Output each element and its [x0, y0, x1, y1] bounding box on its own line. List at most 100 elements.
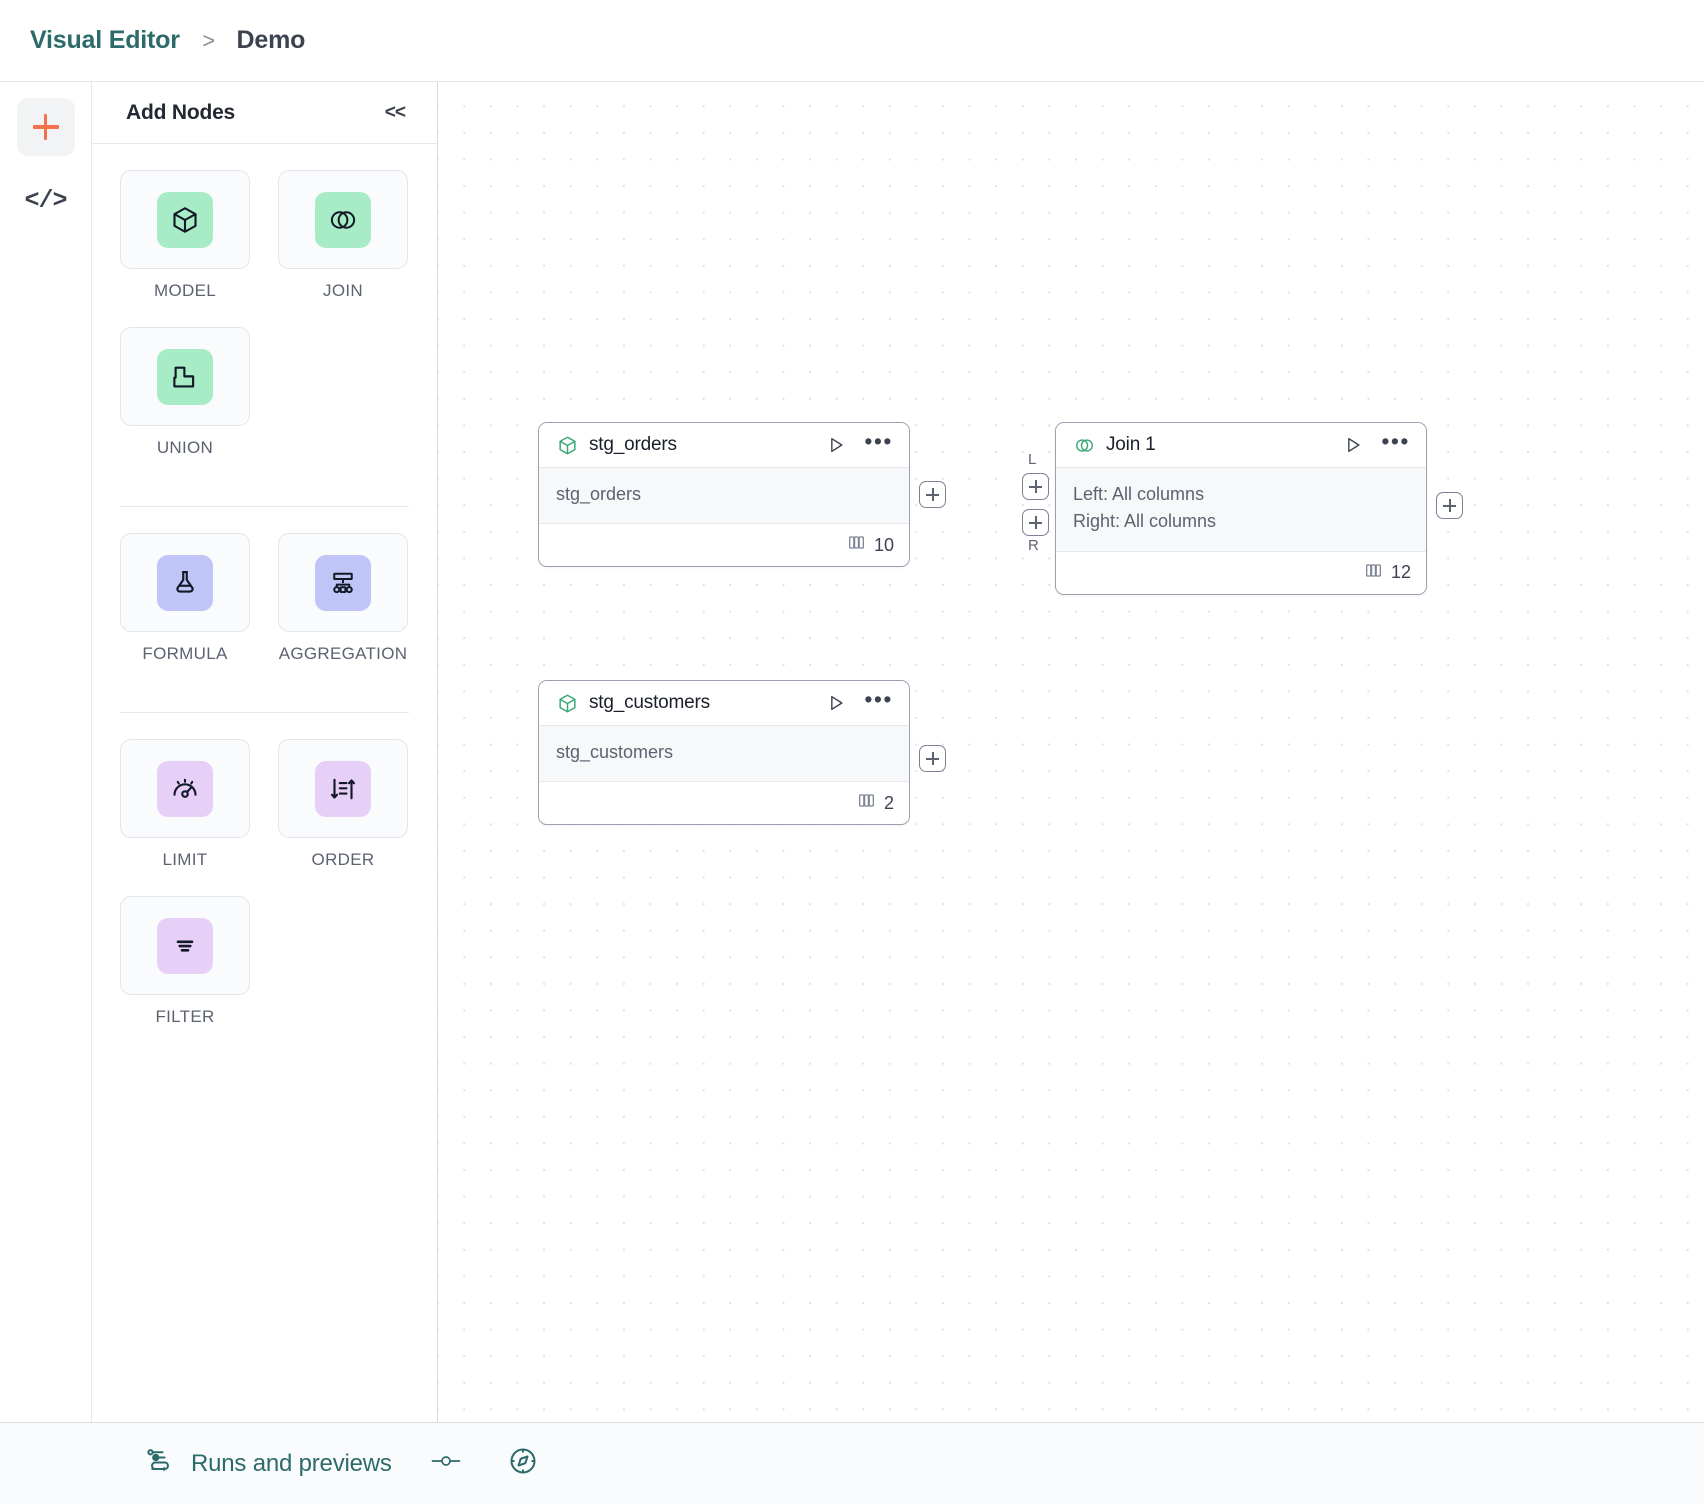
add-nodes-panel: Add Nodes <<: [92, 82, 438, 1422]
node-body-line-left: Left: All columns: [1073, 484, 1205, 504]
palette-item-aggregation[interactable]: AGGREGATION: [278, 533, 408, 664]
bottom-toolbar-inner: Runs and previews: [92, 1446, 538, 1481]
plus-icon: [1029, 516, 1042, 529]
palette-label-join: JOIN: [323, 281, 363, 300]
palette-label-union: UNION: [156, 438, 214, 457]
add-nodes-header: Add Nodes <<: [92, 82, 437, 144]
compass-button[interactable]: [508, 1446, 538, 1481]
ellipsis-icon[interactable]: •••: [864, 427, 893, 454]
node-group-transforms: FORMULA: [120, 533, 409, 690]
node-body: Left: All columns Right: All columns: [1056, 468, 1426, 552]
cube-icon: [556, 434, 578, 456]
node-header: stg_customers •••: [539, 681, 909, 726]
plus-icon: [1029, 480, 1042, 493]
node-column-count: 2: [883, 792, 894, 813]
node-footer: 10: [539, 524, 909, 567]
flow-canvas[interactable]: stg_orders ••• stg_orders: [438, 82, 1704, 1422]
palette-tile-formula: [120, 533, 250, 632]
flask-icon: [157, 554, 213, 611]
ellipsis-icon[interactable]: •••: [864, 685, 893, 712]
node-header: stg_orders •••: [539, 423, 909, 468]
handle-label-right: R: [1028, 537, 1039, 554]
rail-add-nodes-button[interactable]: [16, 98, 75, 156]
node-body-line: stg_customers: [556, 742, 674, 762]
flow-node-stg-orders[interactable]: stg_orders ••• stg_orders: [538, 422, 910, 568]
node-title: Join 1: [1106, 434, 1156, 455]
cube-icon: [157, 191, 213, 248]
node-header: Join 1 •••: [1056, 423, 1426, 468]
header-bar: Visual Editor > Demo: [0, 0, 1704, 82]
runs-and-previews-label: Runs and previews: [191, 1449, 392, 1477]
node-title: stg_customers: [589, 692, 710, 713]
runs-and-previews-button[interactable]: Runs and previews: [144, 1446, 392, 1481]
union-icon: [157, 348, 213, 405]
flow-node-join-1[interactable]: Join 1 ••• Left: All columns Right: All …: [1055, 422, 1427, 595]
palette-label-limit: LIMIT: [162, 850, 208, 869]
palette-item-union[interactable]: UNION: [120, 327, 250, 458]
palette-tile-limit: [120, 739, 250, 838]
palette-tile-order: [278, 739, 408, 838]
plus-icon: [1443, 499, 1456, 512]
handle-stg-orders-output[interactable]: [919, 481, 946, 508]
handle-join-output[interactable]: [1436, 492, 1463, 519]
code-icon: </>: [24, 185, 67, 215]
columns-icon: [1364, 561, 1383, 585]
ellipsis-icon[interactable]: •••: [1381, 427, 1410, 454]
play-icon[interactable]: [826, 435, 846, 455]
node-body: stg_customers: [539, 726, 909, 783]
breadcrumb-root-link[interactable]: Visual Editor: [30, 26, 180, 54]
node-group-refiners: LIMIT ORDER: [120, 739, 409, 1053]
palette-item-formula[interactable]: FORMULA: [120, 533, 250, 664]
play-icon[interactable]: [1343, 435, 1363, 455]
palette-tile-filter: [120, 896, 250, 995]
plus-icon: [926, 752, 939, 765]
palette-item-limit[interactable]: LIMIT: [120, 739, 250, 870]
node-group-sources: MODEL JOIN: [120, 170, 409, 484]
filter-icon: [157, 917, 213, 974]
handle-stg-customers-output[interactable]: [919, 745, 946, 772]
collapse-panel-icon[interactable]: <<: [384, 101, 406, 123]
handle-join-right-input[interactable]: [1022, 509, 1049, 536]
flow-node-stg-customers[interactable]: stg_customers ••• stg_customers: [538, 680, 910, 826]
palette-item-join[interactable]: JOIN: [278, 170, 408, 301]
add-nodes-title: Add Nodes: [126, 100, 236, 124]
palette-tile-join: [278, 170, 408, 269]
palette-label-order: ORDER: [311, 850, 375, 869]
handle-join-left-input[interactable]: [1022, 473, 1049, 500]
venn-icon: [315, 191, 371, 248]
palette-item-order[interactable]: ORDER: [278, 739, 408, 870]
columns-icon: [847, 533, 866, 557]
venn-icon: [1073, 434, 1095, 456]
breadcrumb: Visual Editor > Demo: [30, 26, 305, 55]
node-column-count: 12: [1390, 562, 1411, 583]
plus-icon: [926, 488, 939, 501]
add-nodes-list: MODEL JOIN: [92, 144, 437, 1422]
bottom-toolbar: Runs and previews: [0, 1422, 1704, 1504]
sort-icon: [315, 760, 371, 817]
icon-rail: </>: [0, 82, 92, 1422]
compass-icon: [508, 1446, 538, 1481]
edge-layer: [438, 82, 738, 232]
palette-divider-1: [120, 506, 409, 507]
hierarchy-icon: [315, 554, 371, 611]
cube-icon: [556, 692, 578, 714]
node-footer: 2: [539, 782, 909, 825]
palette-tile-model: [120, 170, 250, 269]
slider-toggle-button[interactable]: [430, 1451, 462, 1476]
palette-item-model[interactable]: MODEL: [120, 170, 250, 301]
node-body: stg_orders: [539, 468, 909, 525]
main-body: </> Add Nodes <<: [0, 82, 1704, 1422]
node-title: stg_orders: [589, 434, 677, 455]
palette-item-filter[interactable]: FILTER: [120, 896, 250, 1027]
slider-icon: [430, 1451, 462, 1476]
play-icon[interactable]: [826, 693, 846, 713]
palette-divider-2: [120, 712, 409, 713]
node-body-line: stg_orders: [556, 484, 642, 504]
rail-code-button[interactable]: </>: [17, 171, 75, 229]
node-column-count: 10: [873, 534, 894, 555]
gauge-icon: [157, 760, 213, 817]
handle-label-left: L: [1028, 451, 1037, 468]
palette-label-filter: FILTER: [155, 1007, 215, 1026]
palette-label-model: MODEL: [154, 281, 216, 300]
